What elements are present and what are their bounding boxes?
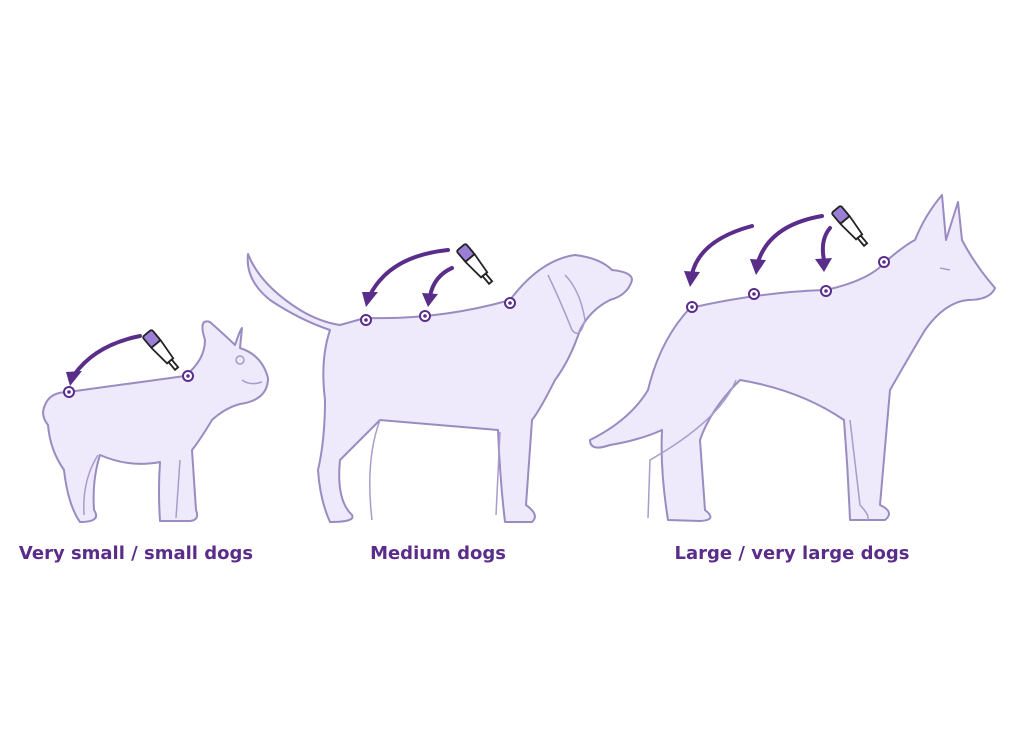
small-dog [42,320,269,523]
pipette-icon [141,328,183,374]
application-arrows [66,214,832,386]
medium-dog [246,253,633,523]
pipette-icon [830,204,872,250]
label-medium-dogs: Medium dogs [370,543,506,564]
application-spots [63,256,890,398]
label-small-dogs: Very small / small dogs [18,543,254,564]
large-dog [589,194,996,522]
pipette-icon [455,242,497,288]
label-large-dogs: Large / very large dogs [674,543,910,564]
